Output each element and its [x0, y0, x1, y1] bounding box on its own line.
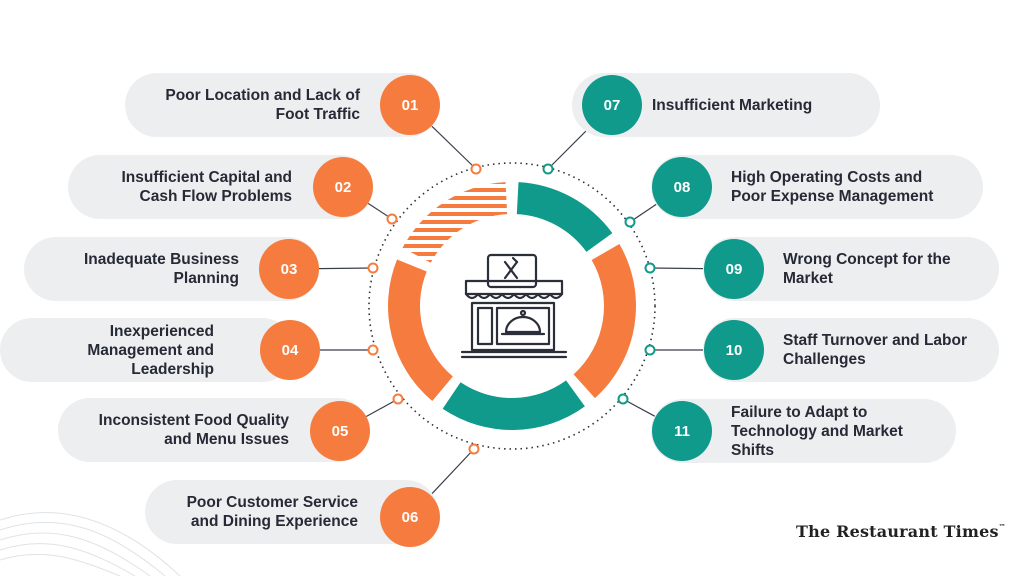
ring-segment-teal-bottom — [442, 380, 585, 430]
ring-segment-orange-left — [388, 259, 453, 401]
connector-dot-08 — [624, 216, 636, 228]
number-badge-10: 10 — [704, 320, 764, 380]
connector-line-11 — [622, 398, 656, 418]
cause-label: Inconsistent Food Quality and Menu Issue… — [98, 412, 289, 448]
connector-line-07 — [547, 125, 592, 170]
number-badge-06: 06 — [380, 487, 440, 547]
ring-segment-orange-right — [573, 244, 636, 399]
connector-dot-04 — [367, 344, 379, 356]
connector-line-05 — [365, 398, 399, 418]
cause-label: Insufficient Marketing — [652, 96, 813, 114]
brand-logo: The Restaurant Times™ — [796, 522, 1006, 541]
connector-dot-01 — [470, 163, 482, 175]
number-badge-05: 05 — [310, 401, 370, 461]
number-badge-01: 01 — [380, 75, 440, 135]
ring-segment-teal-top — [516, 182, 613, 252]
connector-dot-09 — [644, 262, 656, 274]
connector-dot-10 — [644, 344, 656, 356]
cause-label: Staff Turnover and Labor Challenges — [783, 332, 968, 368]
connector-dot-07 — [542, 163, 554, 175]
number-badge-09: 09 — [704, 239, 764, 299]
cause-label: Insufficient Capital and Cash Flow Probl… — [121, 169, 292, 205]
number-badge-07: 07 — [582, 75, 642, 135]
connector-dot-03 — [367, 262, 379, 274]
number-badge-03: 03 — [259, 239, 319, 299]
connector-line-03 — [318, 267, 374, 270]
number-badge-08: 08 — [652, 157, 712, 217]
number-badge-11: 11 — [652, 401, 712, 461]
number-badge-02: 02 — [313, 157, 373, 217]
number-badge-04: 04 — [260, 320, 320, 380]
cause-label: Inadequate Business Planning — [83, 251, 239, 287]
connector-dot-02 — [386, 213, 398, 225]
dotted-ring — [368, 162, 656, 450]
connector-dot-11 — [617, 393, 629, 405]
cause-label: Inexperienced Management and Leadership — [87, 322, 214, 378]
cause-label: Poor Customer Service and Dining Experie… — [186, 494, 358, 530]
connector-dot-06 — [468, 443, 480, 455]
connector-line-06 — [430, 448, 475, 496]
cause-item-06: Poor Customer Service and Dining Experie… — [145, 480, 438, 544]
cause-label: High Operating Costs and Poor Expense Ma… — [731, 169, 934, 205]
cause-item-04: Inexperienced Management and Leadership — [0, 318, 294, 382]
cause-label: Failure to Adapt to Technology and Marke… — [731, 403, 903, 459]
connector-line-01 — [431, 125, 477, 170]
connector-line-09 — [649, 267, 705, 270]
cause-label: Wrong Concept for the Market — [783, 251, 951, 287]
connector-dot-05 — [392, 393, 404, 405]
cause-label: Poor Location and Lack of Foot Traffic — [165, 87, 360, 123]
